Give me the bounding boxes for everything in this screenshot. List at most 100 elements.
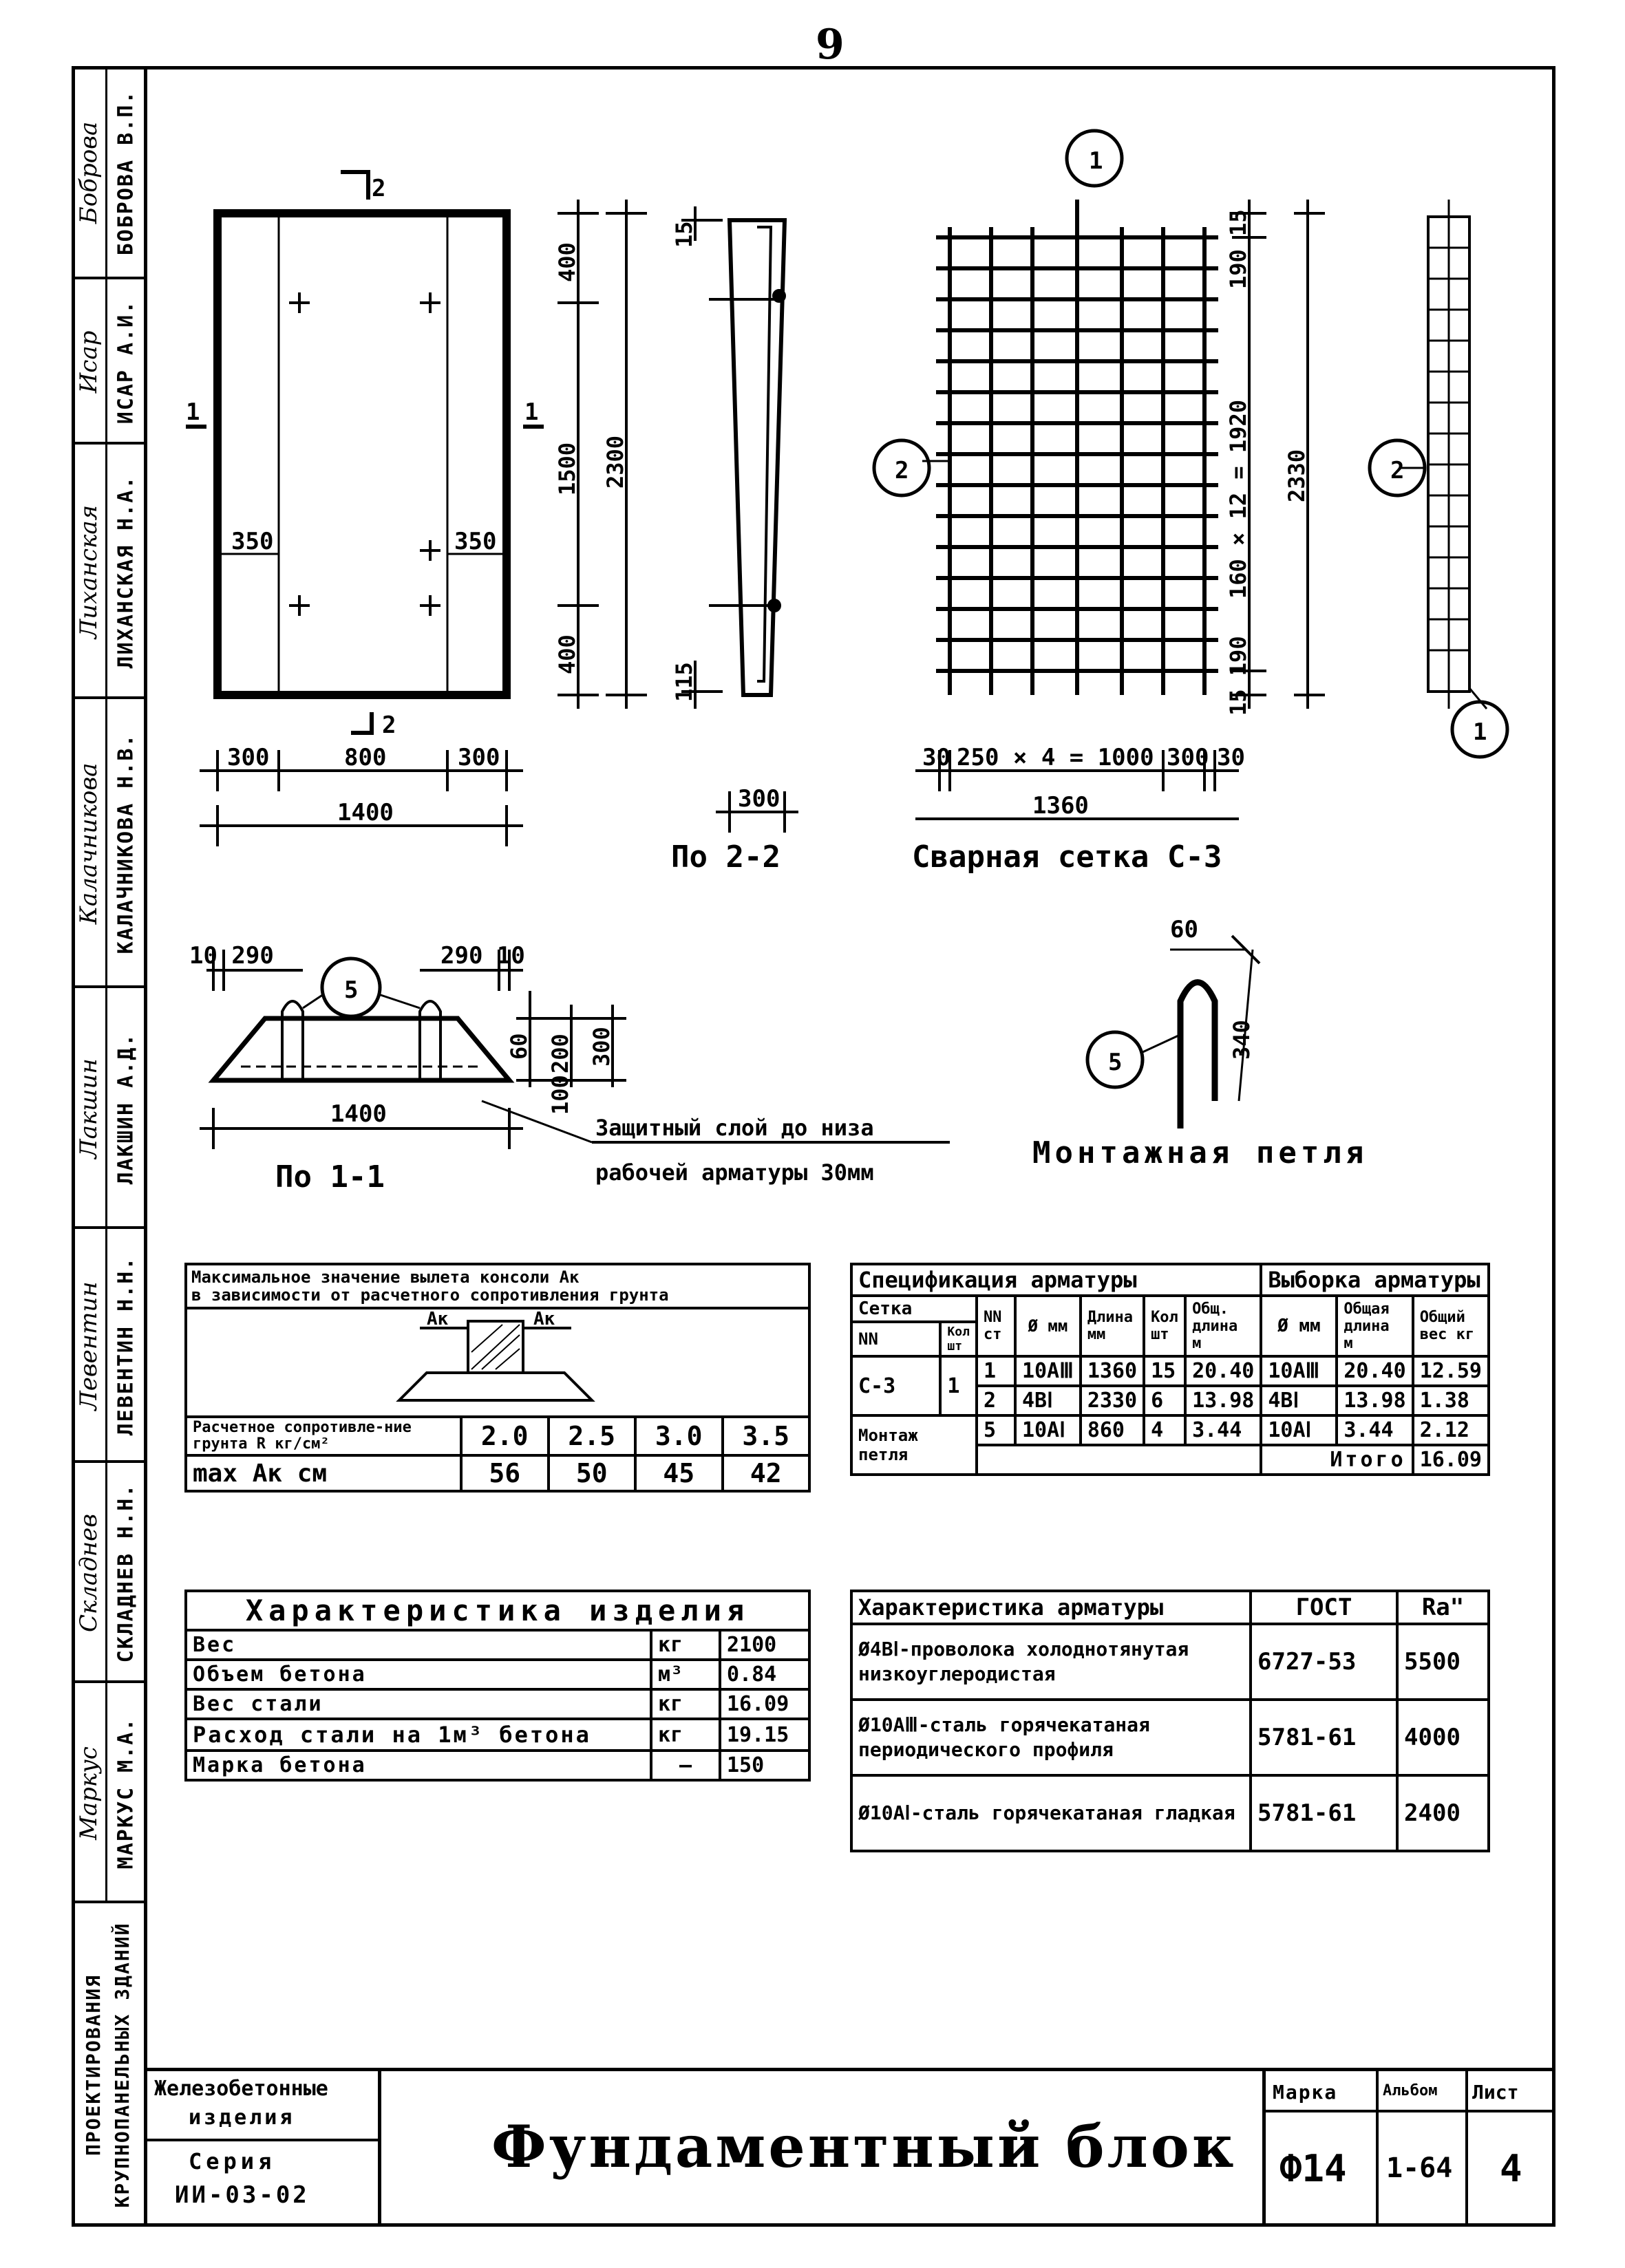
series-line-1: Железобетонные <box>154 2077 328 2101</box>
spec-header: Спецификация арматуры <box>849 1263 1263 1297</box>
arm-ra: 2400 <box>1396 1774 1490 1852</box>
side-callout-1: 1 <box>1473 718 1487 746</box>
h-diam: Ø мм <box>1013 1294 1082 1358</box>
signer-name: МАРКУС М.А. <box>114 1717 138 1870</box>
arm-ra: 4000 <box>1396 1698 1490 1777</box>
mesh-callout-1: 1 <box>1089 147 1103 175</box>
h-marka: Марка <box>1273 2081 1338 2104</box>
spec-nn: 1 <box>975 1355 1017 1387</box>
loop-callout-5: 5 <box>1108 1049 1122 1076</box>
approval-sidebar: Боброва БОБРОВА В.П. Исар ИСАР А.И. Лиха… <box>72 66 147 2227</box>
selection-header: Выборка арматуры <box>1260 1263 1490 1297</box>
sel-w: 2.12 <box>1411 1414 1491 1446</box>
dim-400-bottom: 400 <box>554 634 580 674</box>
mesh-dim-1360: 1360 <box>1032 792 1089 820</box>
sec2-dim-115: 115 <box>671 662 697 702</box>
sec1-dim-100: 100 <box>547 1075 573 1115</box>
drawing-title: Фундаментный блок <box>491 2112 1237 2181</box>
mesh-grid <box>936 200 1218 695</box>
spec-setka: С-3 <box>849 1355 942 1417</box>
overhang-sketch-cell: Ак Ак <box>184 1307 811 1418</box>
sec1-dim-60: 60 <box>506 1033 532 1060</box>
series-line-2: изделия <box>189 2106 295 2130</box>
h-setka: Сетка <box>850 1294 978 1323</box>
resist-value: 3.0 <box>634 1415 724 1457</box>
sidebar-row-6: Левентин ЛЕВЕНТИН Н.Н. <box>72 1229 144 1463</box>
ak-value: 45 <box>634 1454 724 1493</box>
h-weight: Общий вес кг <box>1411 1294 1491 1358</box>
char-label: Вес стали <box>184 1688 652 1720</box>
h-list: Лист <box>1472 2081 1519 2104</box>
spec-k: 4 <box>1143 1414 1187 1446</box>
spec-k: 6 <box>1143 1384 1187 1417</box>
spec-tl: 3.44 <box>1184 1414 1263 1446</box>
sidebar-org: ПРОЕКТИРОВАНИЯ КРУПНОПАНЕЛЬНЫХ ЗДАНИЙ <box>72 1903 144 2227</box>
rebar-characteristics-table: Характеристика арматуры ГОСТ Rа" Ø4ВⅠ-пр… <box>850 1590 1490 1852</box>
sec1-dim-290-10: 290 10 <box>440 942 525 970</box>
series-code: ИИ-03-02 <box>175 2181 310 2209</box>
h-kol: Кол шт <box>1143 1294 1187 1358</box>
ak-value: 50 <box>546 1454 637 1493</box>
char-unit: м³ <box>650 1658 721 1691</box>
signature: Лакшин <box>72 988 107 1229</box>
sel-tl: 13.98 <box>1335 1384 1414 1417</box>
resist-value: 3.5 <box>721 1415 811 1457</box>
sec1-dim-1400: 1400 <box>330 1100 387 1128</box>
sec2-dim-15: 15 <box>671 221 697 248</box>
total-weight: 16.09 <box>1411 1444 1491 1476</box>
section-1-label: По 1-1 <box>275 1159 385 1195</box>
dim-800: 800 <box>344 744 386 771</box>
sidebar-row-8: Маркус МАРКУС М.А. <box>72 1683 144 1903</box>
marka-cell: Марка Альбом Лист Ф14 1-64 4 <box>1262 2071 1555 2227</box>
sel-d: 10АⅢ <box>1260 1355 1339 1387</box>
sel-w: 1.38 <box>1411 1384 1491 1417</box>
char-label: Объем бетона <box>184 1658 652 1691</box>
sidebar-row-1: Боброва БОБРОВА В.П. <box>72 66 144 279</box>
sec2-dim-300: 300 <box>738 785 780 813</box>
sidebar-row-4: Калачникова КАЛАЧНИКОВА Н.В. <box>72 699 144 988</box>
sidebar-row-3: Лиханская ЛИХАНСКАЯ Н.А. <box>72 445 144 699</box>
sel-d: 4ВⅠ <box>1260 1384 1339 1417</box>
section-2-label: По 2-2 <box>671 839 780 875</box>
page-number: 9 <box>816 21 845 69</box>
spec-nn: 2 <box>975 1384 1017 1417</box>
h-diam2: Ø мм <box>1260 1294 1339 1358</box>
resist-value: 2.5 <box>546 1415 637 1457</box>
rebar-spec-table: Спецификация арматуры Выборка арматуры С… <box>849 1263 1491 1476</box>
cut-label-left: 1 <box>186 398 200 426</box>
dim-300-right: 300 <box>458 744 500 771</box>
arm-desc: Ø10АⅢ-сталь горячекатаная периодического… <box>850 1698 1252 1777</box>
spec-montage: Монтаж петля <box>850 1414 978 1476</box>
sel-w: 12.59 <box>1411 1355 1491 1387</box>
overhang-sketch: Ак Ак <box>396 1311 595 1402</box>
sec1-dim-10-290: 10 290 <box>189 942 274 970</box>
mesh-dim-15-190: 15 190 <box>1225 636 1251 716</box>
char-unit: кг <box>650 1718 721 1752</box>
series-line-3: Серия <box>189 2148 276 2174</box>
marka-value: Ф14 <box>1279 2147 1347 2190</box>
spec-len: 860 <box>1079 1414 1146 1446</box>
ak-left-label: Ак <box>427 1311 449 1329</box>
list-value: 4 <box>1500 2147 1522 2190</box>
sidebar-row-5: Лакшин ЛАКШИН А.Д. <box>72 988 144 1229</box>
mesh-dim-2330: 2330 <box>1284 449 1310 502</box>
arm-gost: 5781-61 <box>1249 1698 1399 1777</box>
max-overhang-table: Максимальное значение вылета консоли Ак … <box>184 1263 811 1493</box>
dim-1400: 1400 <box>337 799 394 826</box>
spec-kol: 1 <box>939 1355 978 1417</box>
dim-350-left: 350 <box>231 528 273 555</box>
char-value: 2100 <box>719 1629 811 1661</box>
mesh-dim-300: 300 <box>1167 744 1209 771</box>
char-unit: кг <box>650 1688 721 1720</box>
max-table-title-1: Максимальное значение вылета консоли Ак <box>191 1267 580 1287</box>
plan-outline <box>213 209 511 699</box>
signature: Лиханская <box>72 445 107 699</box>
loop-dim-60: 60 <box>1170 916 1198 943</box>
album-value: 1-64 <box>1386 2152 1453 2184</box>
signer-name: ЛЕВЕНТИН Н.Н. <box>114 1256 138 1436</box>
char-label: Марка бетона <box>184 1749 652 1782</box>
h-album: Альбом <box>1383 2082 1438 2099</box>
sidebar-row-2: Исар ИСАР А.И. <box>72 279 144 445</box>
arm-desc: Ø10АⅠ-сталь горячекатаная гладкая <box>850 1774 1252 1852</box>
